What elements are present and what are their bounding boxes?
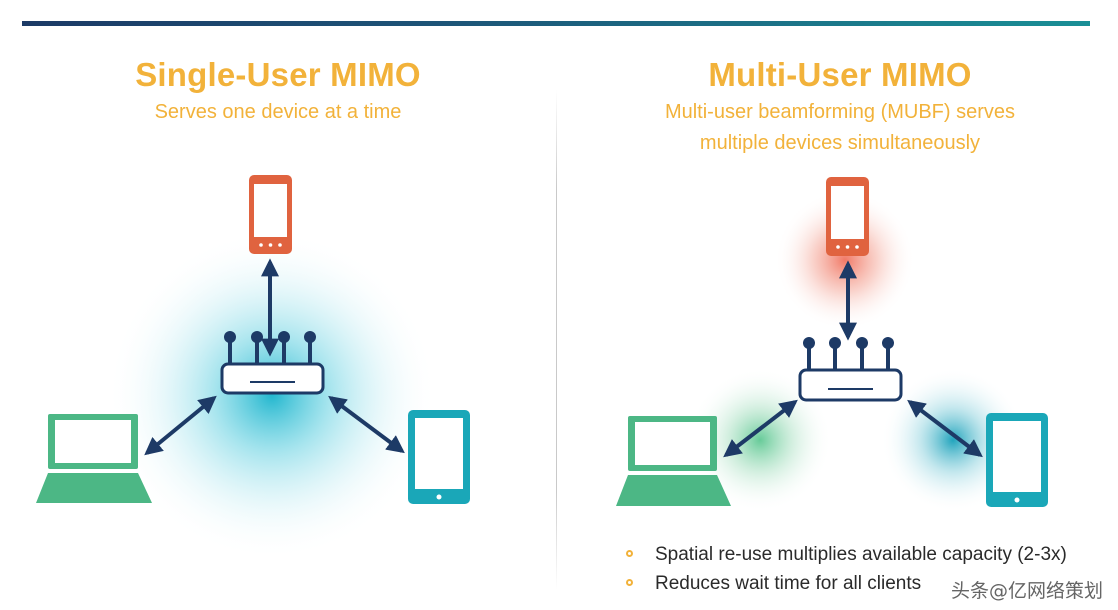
benefit-list: Spatial re-use multiplies available capa…: [626, 540, 1106, 598]
single-user-subtitle: Serves one device at a time: [154, 101, 402, 123]
arrow-router-laptop: [144, 395, 217, 456]
phone-beam-glow: [775, 190, 915, 330]
bullet-icon: [626, 550, 633, 557]
smartphone-icon: [826, 177, 869, 256]
list-item: Reduces wait time for all clients: [626, 569, 1106, 598]
router-icon: [798, 337, 903, 402]
panel-divider: [556, 90, 557, 590]
bullet-icon: [626, 579, 633, 586]
smartphone-icon: [249, 175, 292, 254]
router-icon: [220, 331, 325, 395]
benefit-text: Spatial re-use multiplies available capa…: [655, 544, 1067, 565]
benefit-text: Reduces wait time for all clients: [655, 573, 922, 594]
multi-user-subtitle-line1: Multi-user beamforming (MUBF) serves: [664, 101, 1016, 123]
list-item: Spatial re-use multiplies available capa…: [626, 540, 1106, 569]
single-user-title: Single-User MIMO: [135, 56, 421, 93]
arrow-router-tablet: [907, 399, 983, 458]
multi-user-subtitle: Multi-user beamforming (MUBF) serves mul…: [600, 97, 1080, 159]
tablet-icon: [986, 413, 1048, 507]
single-user-signal-glow: [107, 230, 437, 560]
laptop-icon: [616, 416, 731, 506]
tablet-icon: [408, 410, 470, 504]
laptop-icon: [36, 414, 152, 503]
watermark: 头条@亿网络策划: [951, 580, 1104, 602]
multi-user-subtitle-line2: multiple devices simultaneously: [699, 132, 981, 154]
arrow-router-laptop: [723, 399, 798, 458]
multi-user-title: Multi-User MIMO: [708, 56, 972, 93]
arrow-router-tablet: [328, 395, 405, 454]
top-accent-bar: [22, 21, 1090, 26]
